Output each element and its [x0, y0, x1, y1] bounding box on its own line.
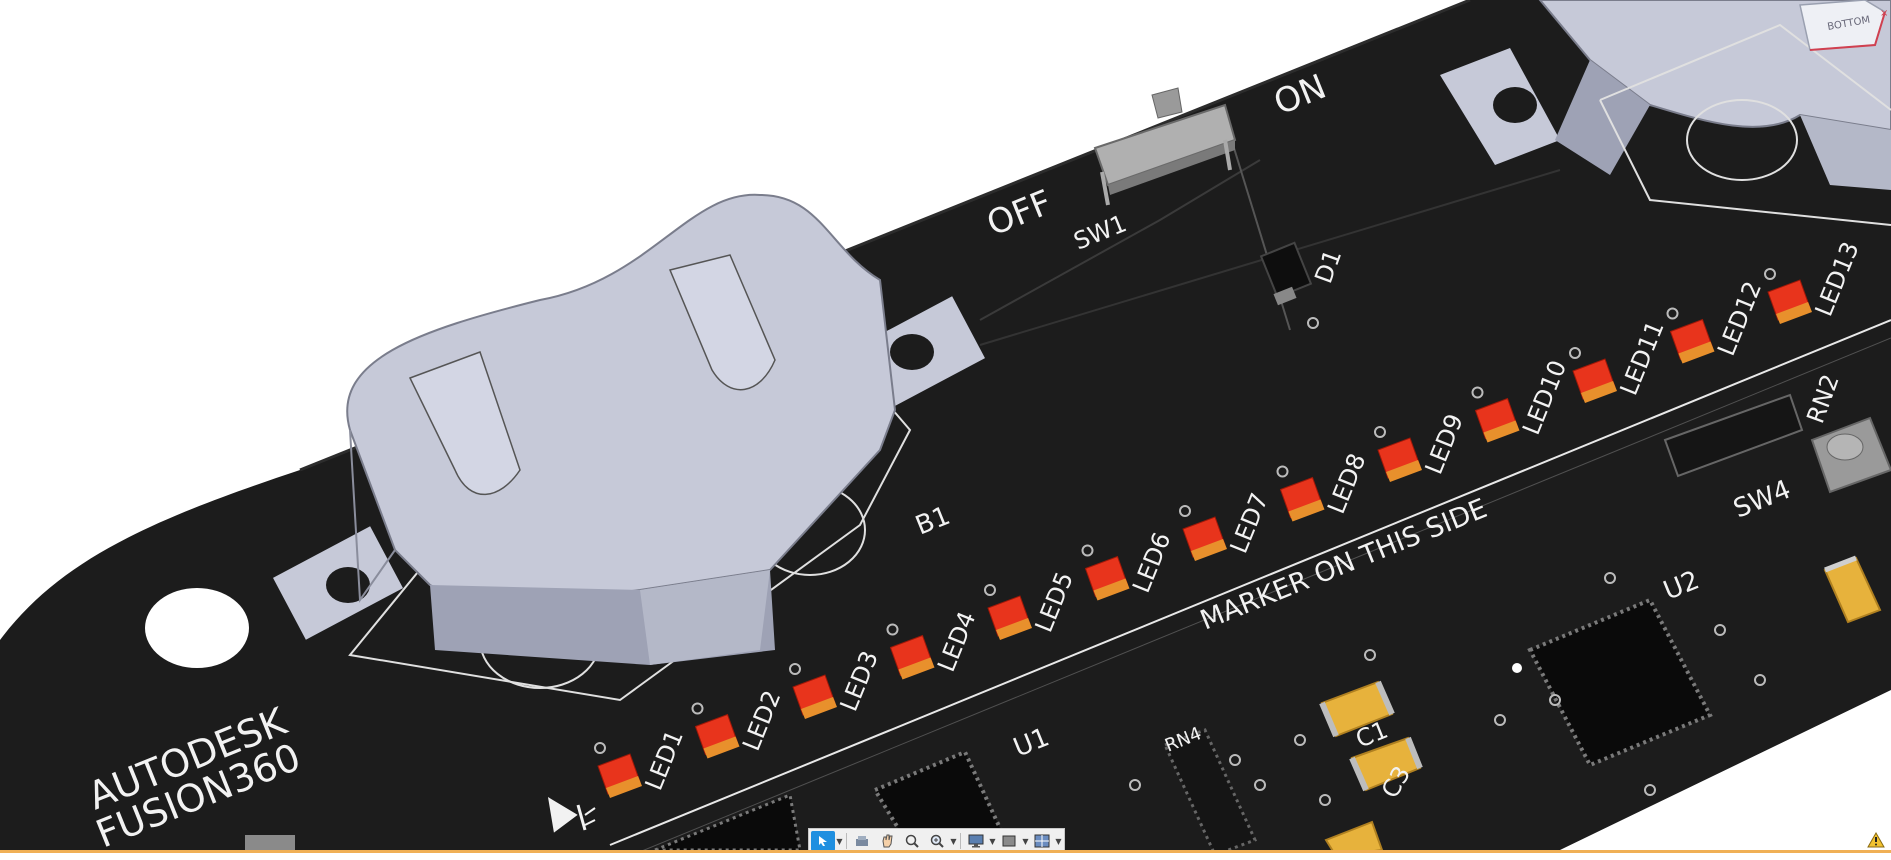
- zoom-dropdown-icon[interactable]: ▼: [950, 836, 957, 846]
- look-at-icon[interactable]: [900, 831, 924, 851]
- grid-icon[interactable]: [1030, 831, 1054, 851]
- select-icon[interactable]: [811, 831, 835, 851]
- visual-style-icon[interactable]: [997, 831, 1021, 851]
- led-2[interactable]: [691, 702, 740, 759]
- led-9[interactable]: [1374, 426, 1422, 482]
- orbit-icon[interactable]: [850, 831, 874, 851]
- led-symbol-icon: [547, 797, 596, 833]
- visual-style-dropdown-icon[interactable]: ▼: [1022, 836, 1029, 846]
- warning-icon[interactable]: [1867, 831, 1885, 848]
- viewcube[interactable]: BOTTOM ×: [1790, 0, 1891, 58]
- led-5[interactable]: [984, 584, 1032, 640]
- vias: [1129, 572, 1766, 806]
- diode-d1[interactable]: [1259, 241, 1319, 329]
- slide-switch-sw1[interactable]: [1093, 87, 1237, 206]
- led-4[interactable]: [886, 623, 935, 680]
- status-bar-accent: [0, 850, 1891, 853]
- viewcube-axis-x: ×: [1880, 8, 1888, 19]
- led-10[interactable]: [1471, 386, 1520, 443]
- grid-dropdown-icon[interactable]: ▼: [1055, 836, 1062, 846]
- mounting-hole: [145, 588, 249, 668]
- display-icon[interactable]: [964, 831, 988, 851]
- tactile-switch-sw4[interactable]: [1810, 416, 1891, 494]
- display-dropdown-icon[interactable]: ▼: [989, 836, 996, 846]
- led-11[interactable]: [1569, 347, 1617, 403]
- capacitor-c3[interactable]: [1349, 736, 1423, 792]
- capacitor-c1[interactable]: [1319, 680, 1395, 738]
- status-bar: [0, 850, 1891, 856]
- led-3[interactable]: [789, 663, 837, 719]
- silkscreen-line-lower: [619, 337, 1891, 860]
- pan-icon[interactable]: [875, 831, 899, 851]
- capacitor-right[interactable]: [1823, 555, 1882, 624]
- battery-holder-b2[interactable]: [1440, 0, 1891, 226]
- led-13[interactable]: [1764, 268, 1812, 324]
- resistor-network-rn4[interactable]: [1162, 728, 1258, 857]
- toolbar-divider: [846, 833, 847, 849]
- zoom-icon[interactable]: [925, 831, 949, 851]
- led-7[interactable]: [1179, 505, 1227, 561]
- led-1[interactable]: [594, 742, 642, 798]
- led-8[interactable]: [1276, 465, 1325, 522]
- toolbar-divider: [960, 833, 961, 849]
- silkscreen-line-upper: [609, 319, 1891, 846]
- navigation-toolbar: ▼ ▼ ▼ ▼ ▼: [808, 828, 1065, 854]
- led-12[interactable]: [1666, 307, 1715, 364]
- chip-u2[interactable]: [1512, 597, 1713, 768]
- select-dropdown-icon[interactable]: ▼: [836, 836, 843, 846]
- resistor-network-rn2[interactable]: [1663, 393, 1804, 478]
- battery-holder-b1[interactable]: [273, 193, 985, 665]
- led-6[interactable]: [1081, 544, 1130, 601]
